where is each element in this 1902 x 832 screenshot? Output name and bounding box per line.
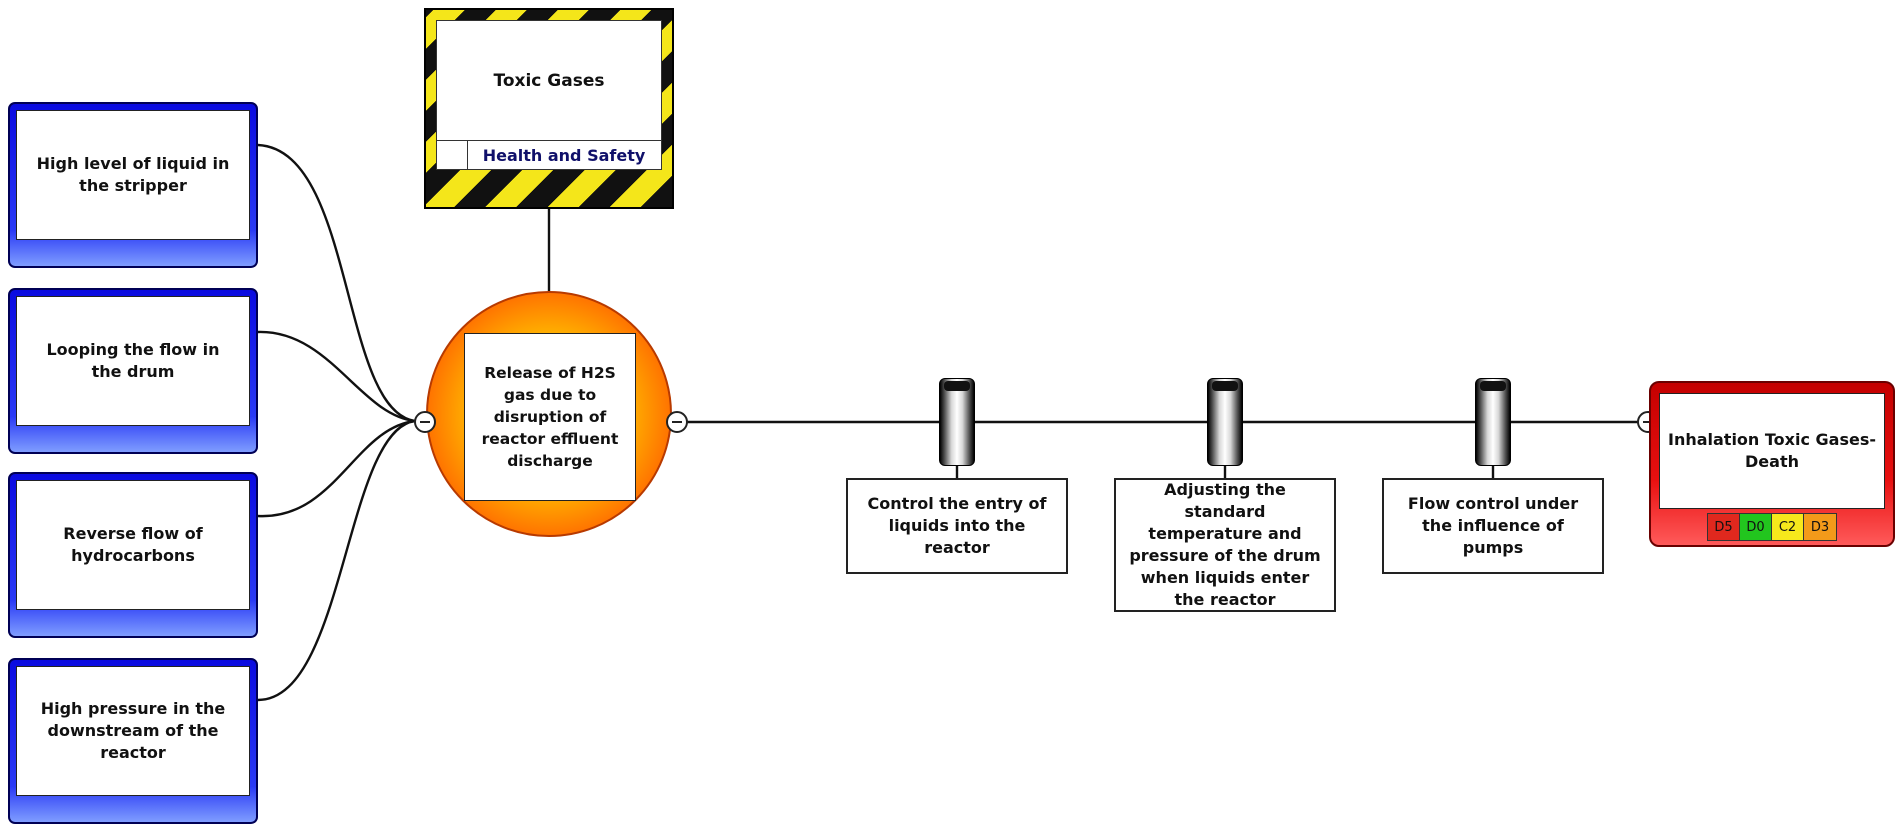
threat-connector-3 bbox=[257, 419, 416, 518]
threat-connector-1 bbox=[257, 143, 416, 423]
barrier-label[interactable]: Flow control under the influence of pump… bbox=[1382, 478, 1604, 574]
threat-connector-2 bbox=[257, 330, 416, 423]
risk-rating: C2 bbox=[1772, 514, 1804, 540]
barrier-icon[interactable] bbox=[1475, 378, 1511, 466]
threat-connector-4 bbox=[257, 419, 416, 702]
category-icon bbox=[437, 141, 468, 169]
barrier-label[interactable]: Control the entry of liquids into the re… bbox=[846, 478, 1068, 574]
threat-label: High level of liquid in the stripper bbox=[16, 110, 250, 240]
threat-box[interactable]: Reverse flow of hydrocarbons bbox=[8, 472, 258, 638]
threat-label: High pressure in the downstream of the r… bbox=[16, 666, 250, 796]
top-event[interactable]: Release of H2S gas due to disruption of … bbox=[426, 291, 672, 537]
consequence-label: Inhalation Toxic Gases-Death bbox=[1659, 393, 1885, 509]
collapse-right-icon[interactable] bbox=[666, 411, 688, 433]
barrier-icon[interactable] bbox=[939, 378, 975, 466]
hazard-category: Health and Safety bbox=[436, 140, 662, 170]
threat-box[interactable]: High level of liquid in the stripper bbox=[8, 102, 258, 268]
risk-ratings: D5 D0 C2 D3 bbox=[1707, 513, 1837, 541]
hazard-title: Toxic Gases bbox=[436, 20, 662, 142]
risk-rating: D3 bbox=[1804, 514, 1836, 540]
barrier-icon[interactable] bbox=[1207, 378, 1243, 466]
hazard-box[interactable]: Toxic Gases Health and Safety bbox=[424, 8, 674, 209]
hazard-category-label: Health and Safety bbox=[482, 145, 646, 165]
collapse-left-icon[interactable] bbox=[414, 411, 436, 433]
threat-label: Reverse flow of hydrocarbons bbox=[16, 480, 250, 610]
risk-rating: D5 bbox=[1708, 514, 1740, 540]
threat-box[interactable]: High pressure in the downstream of the r… bbox=[8, 658, 258, 824]
consequence-box[interactable]: Inhalation Toxic Gases-Death D5 D0 C2 D3 bbox=[1649, 381, 1895, 547]
barrier-label[interactable]: Adjusting the standard temperature and p… bbox=[1114, 478, 1336, 612]
top-event-label: Release of H2S gas due to disruption of … bbox=[464, 333, 636, 501]
threat-label: Looping the flow in the drum bbox=[16, 296, 250, 426]
risk-rating: D0 bbox=[1740, 514, 1772, 540]
threat-box[interactable]: Looping the flow in the drum bbox=[8, 288, 258, 454]
